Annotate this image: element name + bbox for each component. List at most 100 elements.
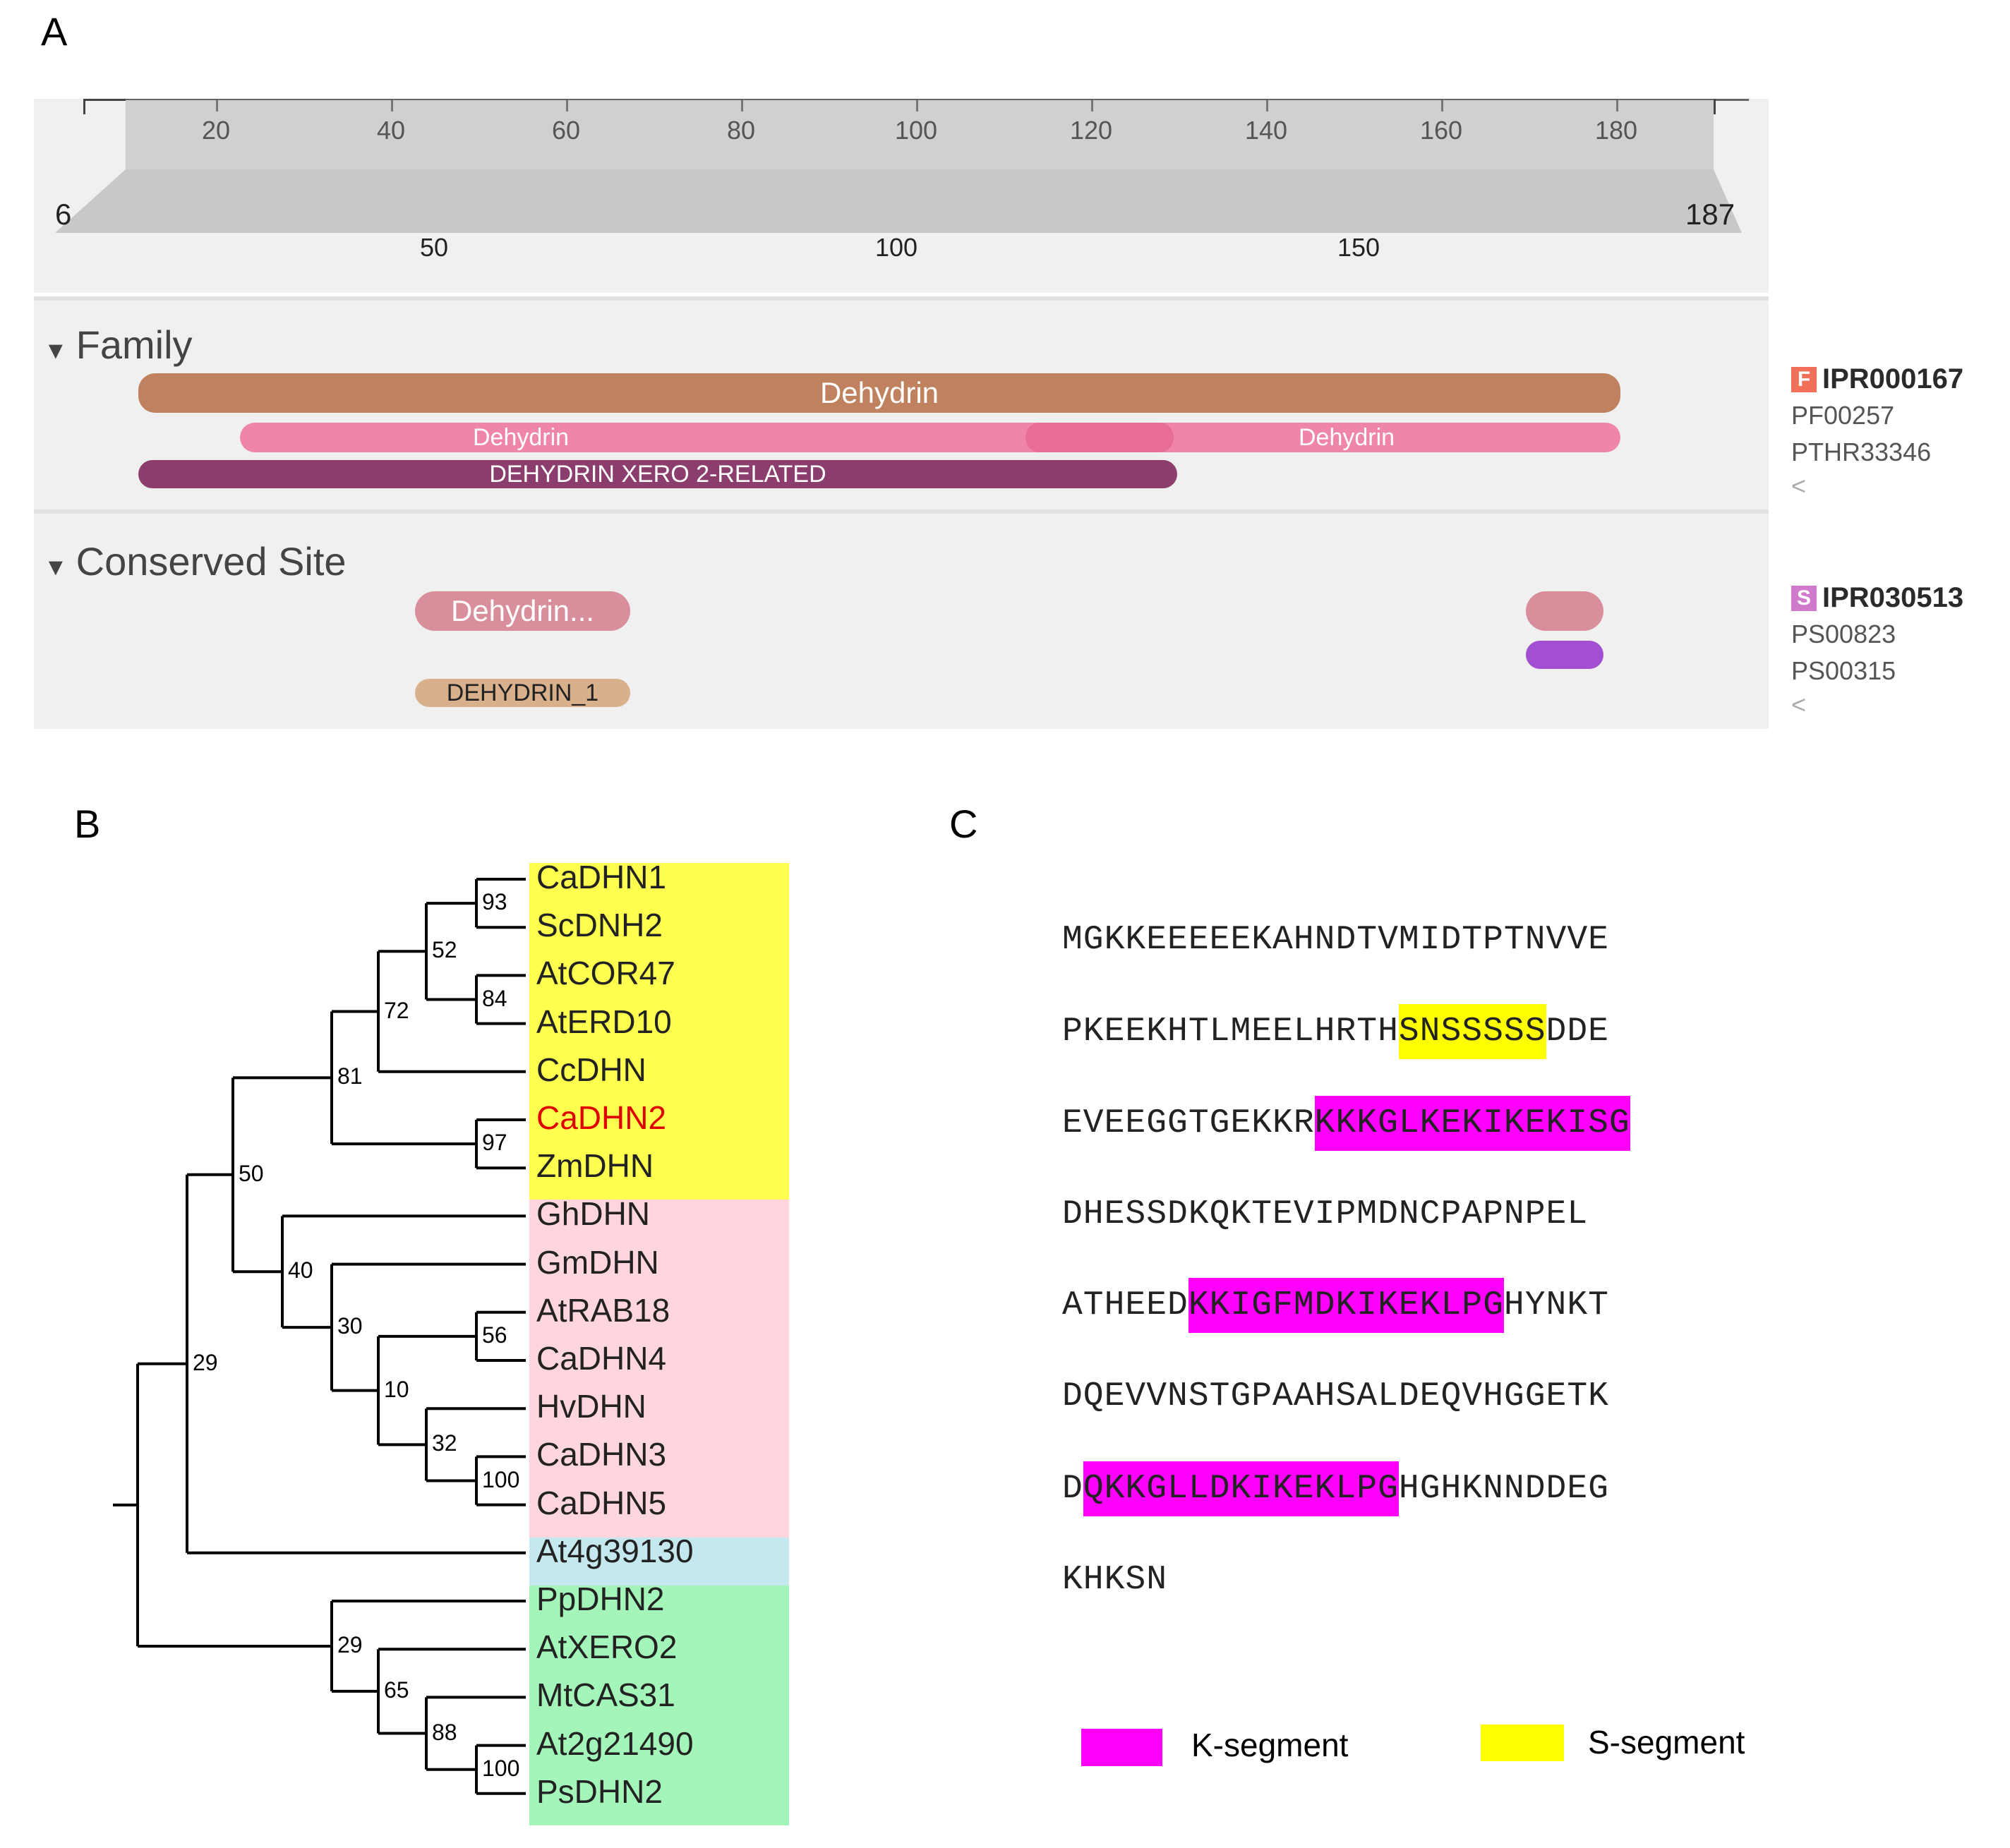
collapse-triangle-icon: ▼ [44,337,68,364]
ruler-top-tick-label: 100 [894,116,938,145]
family-title[interactable]: ▼ Family [44,322,193,368]
ruler-top-tick-label: 40 [376,116,406,145]
bootstrap-value: 29 [336,1631,364,1658]
family-bar-pink[interactable]: Dehydrin Dehydrin [240,423,1620,452]
conserved-bar-dehydrin1[interactable]: DEHYDRIN_1 [415,679,630,707]
ruler-top-tick-mark [741,100,743,111]
ruler-band [126,100,1714,171]
ruler-top-tick-mark [916,100,918,111]
group-pink-box [529,1200,789,1538]
sequence-line: KHKSN [1062,1561,1167,1599]
chevron-left-icon[interactable]: < [1791,690,1807,719]
bootstrap-value: 29 [191,1349,219,1376]
group-yellow-box [529,863,789,1200]
conserved-entry-sub1[interactable]: PS00823 [1791,620,1896,648]
ruler-top-tick-label: 60 [551,116,581,145]
k-segment-legend: K-segment [1191,1727,1349,1763]
group-blue-box [529,1538,789,1586]
bootstrap-value: 52 [431,937,459,964]
bootstrap-value: 32 [431,1430,459,1457]
taxon-label: HvDHN [536,1388,646,1425]
ruler-zoom-trapezoid [55,169,1742,233]
conserved-bar-dehydrin[interactable]: Dehydrin... [415,591,630,631]
conserved-entry-sub2[interactable]: PS00315 [1791,656,1896,685]
sequence-line: EVEEGGTGEKKRKKKGLKEKIKEKISG [1062,1096,1630,1151]
bootstrap-value: 100 [481,1755,522,1782]
sequence-line: DHESSDKQKTEVIPMDNCPAPNPEL [1062,1195,1588,1233]
ruler-bottom-tick-label: 100 [874,233,918,262]
k-segment-highlight: KKKGLKEKIKEKISG [1314,1096,1630,1151]
ruler-right-bracket [1714,99,1716,114]
sequence-text: PKEEKHTLMEELHRTH [1062,1013,1399,1051]
chevron-left-icon[interactable]: < [1791,471,1807,500]
group-green-box [529,1586,789,1825]
family-entry[interactable]: F IPR000167 PF00257 PTHR33346 < [1791,363,1963,501]
s-segment-legend: S-segment [1588,1724,1745,1761]
ruler-top-tick-mark [566,100,568,111]
sequence-text: DQEVVNSTGPAAHSALDEQVHGGETK [1062,1377,1609,1415]
taxon-label: At4g39130 [536,1532,694,1569]
ruler-top-tick-mark [1266,100,1268,111]
ruler-top-tick-label: 120 [1069,116,1113,145]
sequence-line: DQKKGLLDKIKEKLPGHGHKNNDDEG [1062,1461,1609,1516]
bootstrap-value: 30 [336,1313,364,1340]
family-entry-sub2[interactable]: PTHR33346 [1791,437,1932,466]
sequence-text: HGHKNNDDEG [1398,1470,1609,1508]
ruler-top-tick-label: 80 [726,116,756,145]
bootstrap-value: 72 [383,997,411,1024]
sequence-text: ATHEED [1062,1286,1188,1324]
sequence-line: MGKKEEEEEKAHNDTVMIDTPTNVVE [1062,921,1609,959]
taxon-label: AtCOR47 [536,955,675,992]
ruler-top-tick-label: 20 [201,116,231,145]
bootstrap-value: 84 [481,985,509,1012]
sequence-text: MGKKEEEEEKAHNDTVMIDTPTNVVE [1062,921,1609,959]
ruler-top-tick-mark [1091,100,1093,111]
taxon-label: AtXERO2 [536,1629,678,1666]
sequence-text: KHKSN [1062,1561,1168,1599]
ruler-end: 187 [1685,198,1735,231]
conserved-entry[interactable]: S IPR030513 PS00823 PS00315 < [1791,582,1963,720]
taxon-label: PsDHN2 [536,1772,663,1810]
taxon-label: CcDHN [536,1051,646,1088]
conserved-title[interactable]: ▼ Conserved Site [44,538,347,584]
ruler-top-tick-label: 160 [1419,116,1463,145]
conserved-bar-purple[interactable] [1526,641,1603,669]
taxon-label: ScDNH2 [536,907,663,944]
taxon-label: PpDHN2 [536,1581,665,1617]
taxon-label: CaDHN4 [536,1340,667,1377]
bootstrap-value: 97 [481,1130,509,1156]
k-segment-swatch [1081,1729,1162,1766]
family-bar-dehydrin[interactable]: Dehydrin [138,373,1620,413]
conserved-section: ▼ Conserved Site Dehydrin... DEHYDRIN_1 [34,509,1769,729]
family-entry-sub1[interactable]: PF00257 [1791,401,1895,430]
sequence-text: HYNKT [1503,1286,1609,1324]
taxon-label: MtCAS31 [536,1677,675,1714]
collapse-triangle-icon: ▼ [44,554,68,581]
conserved-badge: S [1791,585,1817,611]
s-segment-highlight: SNSSSSS [1398,1004,1546,1059]
k-segment-highlight: QKKGLLDKIKEKLPG [1083,1461,1399,1516]
bootstrap-value: 88 [431,1719,459,1746]
family-bar-xero[interactable]: DEHYDRIN XERO 2-RELATED [138,460,1177,488]
sequence-text: D [1062,1470,1083,1508]
taxon-label: CaDHN5 [536,1484,667,1521]
panel-a-label: A [41,9,68,54]
family-bar-pink-label-1: Dehydrin [473,424,570,451]
family-title-text: Family [76,322,193,367]
ruler-top-tick-mark [1616,100,1618,111]
family-bar-overlap [1025,423,1174,452]
family-section: ▼ Family Dehydrin Dehydrin Dehydrin DEHYD… [34,296,1769,512]
family-entry-id[interactable]: IPR000167 [1822,363,1964,394]
taxon-label: CaDHN1 [536,859,667,895]
bootstrap-value: 40 [287,1257,315,1284]
conserved-title-text: Conserved Site [76,539,347,584]
ruler-top-tick-mark [216,100,218,111]
ruler-top-tick-mark [1441,100,1443,111]
sequence-text: EVEEGGTGEKKR [1062,1104,1315,1142]
bootstrap-value: 50 [237,1160,265,1187]
conserved-entry-id[interactable]: IPR030513 [1822,582,1964,613]
taxon-label: GhDHN [536,1195,651,1233]
family-bar-pink-label-2: Dehydrin [1299,424,1395,451]
conserved-bar-rose-small[interactable] [1526,591,1603,631]
